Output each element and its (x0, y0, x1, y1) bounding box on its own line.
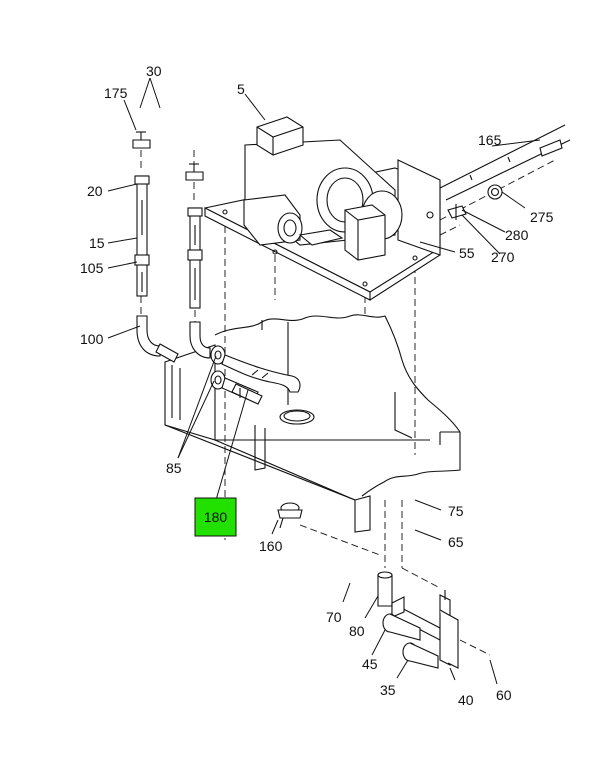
callout-105: 105 (80, 260, 104, 276)
callout-20: 20 (87, 183, 103, 199)
callout-100: 100 (80, 331, 104, 347)
callout-15: 15 (89, 235, 105, 251)
callout-80: 80 (349, 623, 365, 639)
callout-60: 60 (496, 687, 512, 703)
callout-75: 75 (448, 503, 464, 519)
motor-assembly (204, 116, 441, 301)
callout-65: 65 (448, 534, 464, 550)
callout-35: 35 (380, 682, 396, 698)
highlight-callout-180[interactable]: 180 (194, 497, 237, 537)
callout-165: 165 (478, 132, 502, 148)
callout-40: 40 (458, 692, 474, 708)
highlight-label: 180 (204, 509, 228, 525)
callout-280: 280 (505, 227, 529, 243)
callout-45: 45 (362, 656, 378, 672)
callout-160: 160 (259, 538, 283, 554)
clamp-160 (277, 502, 303, 529)
callout-175: 175 (104, 85, 128, 101)
callout-labels: 30 175 5 165 20 275 15 280 105 55 270 10… (80, 63, 554, 708)
callout-275: 275 (530, 209, 554, 225)
callout-270: 270 (491, 249, 515, 265)
leader-lines (107, 77, 541, 685)
callout-85: 85 (166, 460, 182, 476)
callout-30: 30 (146, 63, 162, 79)
bulkhead-hose (210, 345, 301, 405)
callout-5: 5 (237, 81, 245, 97)
callout-55: 55 (459, 245, 475, 261)
callout-70: 70 (326, 609, 342, 625)
right-tube-assembly (439, 124, 571, 220)
middle-pipe-assembly (185, 150, 211, 359)
lower-bracket-assembly (377, 571, 459, 669)
highlight-box[interactable] (194, 497, 237, 537)
left-pipe-assembly (132, 131, 179, 363)
tank-housing (164, 314, 461, 533)
